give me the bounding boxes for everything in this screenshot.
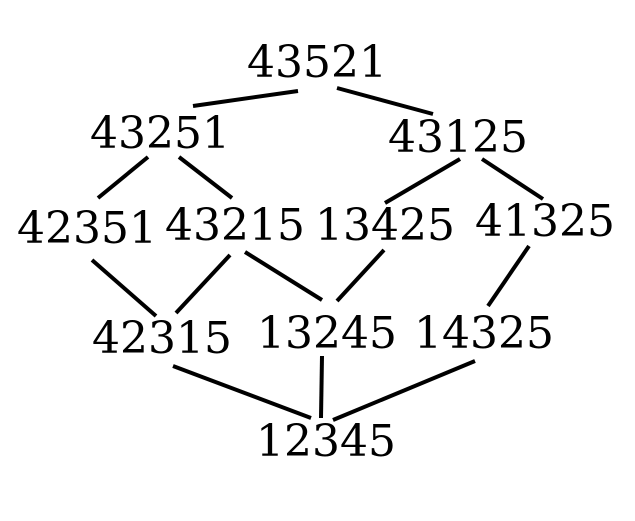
node-14325: 14325 <box>414 308 554 359</box>
edge-43215-42315 <box>174 253 232 315</box>
edge-41325-14325 <box>486 244 531 308</box>
nodes: 43521 43251 43125 42351 43215 13425 4132… <box>17 37 615 467</box>
node-43521: 43521 <box>247 37 387 88</box>
edge-13425-13245 <box>335 248 386 303</box>
edge-43521-43125 <box>336 86 434 116</box>
edge-43251-42351 <box>96 155 150 200</box>
edge-43521-43251 <box>192 89 299 108</box>
node-43251: 43251 <box>90 108 230 159</box>
node-41325: 41325 <box>475 196 615 247</box>
edge-43215-13245 <box>243 250 324 302</box>
edge-13245-12345 <box>319 355 324 419</box>
node-43215: 43215 <box>165 200 305 251</box>
node-42351: 42351 <box>17 203 157 254</box>
edge-43251-43215 <box>177 155 234 200</box>
edge-42315-12345 <box>172 364 312 420</box>
edge-14325-12345 <box>332 359 476 422</box>
node-12345: 12345 <box>256 416 396 467</box>
node-42315: 42315 <box>92 313 232 364</box>
edge-43125-13425 <box>383 157 462 205</box>
node-13425: 13425 <box>315 200 455 251</box>
edge-43125-41325 <box>480 157 545 201</box>
edge-42351-42315 <box>90 258 158 318</box>
edges <box>90 86 545 422</box>
node-13245: 13245 <box>257 308 397 359</box>
node-43125: 43125 <box>388 112 528 163</box>
